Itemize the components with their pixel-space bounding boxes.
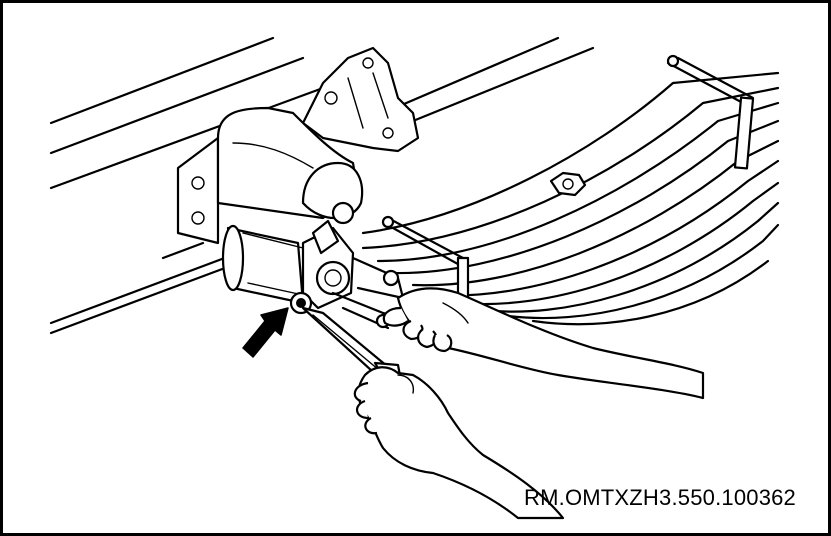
leaf-spring-shackle-illustration <box>49 36 780 520</box>
spring-clip-left <box>381 215 470 310</box>
figure-reference-code: RM.OMTXZH3.550.100362 <box>524 485 796 510</box>
frame-rail <box>49 36 595 335</box>
indicator-arrow <box>242 307 289 358</box>
lower-hand <box>353 366 565 520</box>
shackle-assembly <box>301 219 425 330</box>
bushing-housing <box>176 106 364 245</box>
leaf-spring-pack <box>361 71 780 326</box>
spring-eye-cylinder <box>221 224 305 305</box>
spring-hanger-bracket <box>301 46 420 153</box>
upper-hand <box>382 287 705 400</box>
spring-clip-right <box>666 54 755 170</box>
